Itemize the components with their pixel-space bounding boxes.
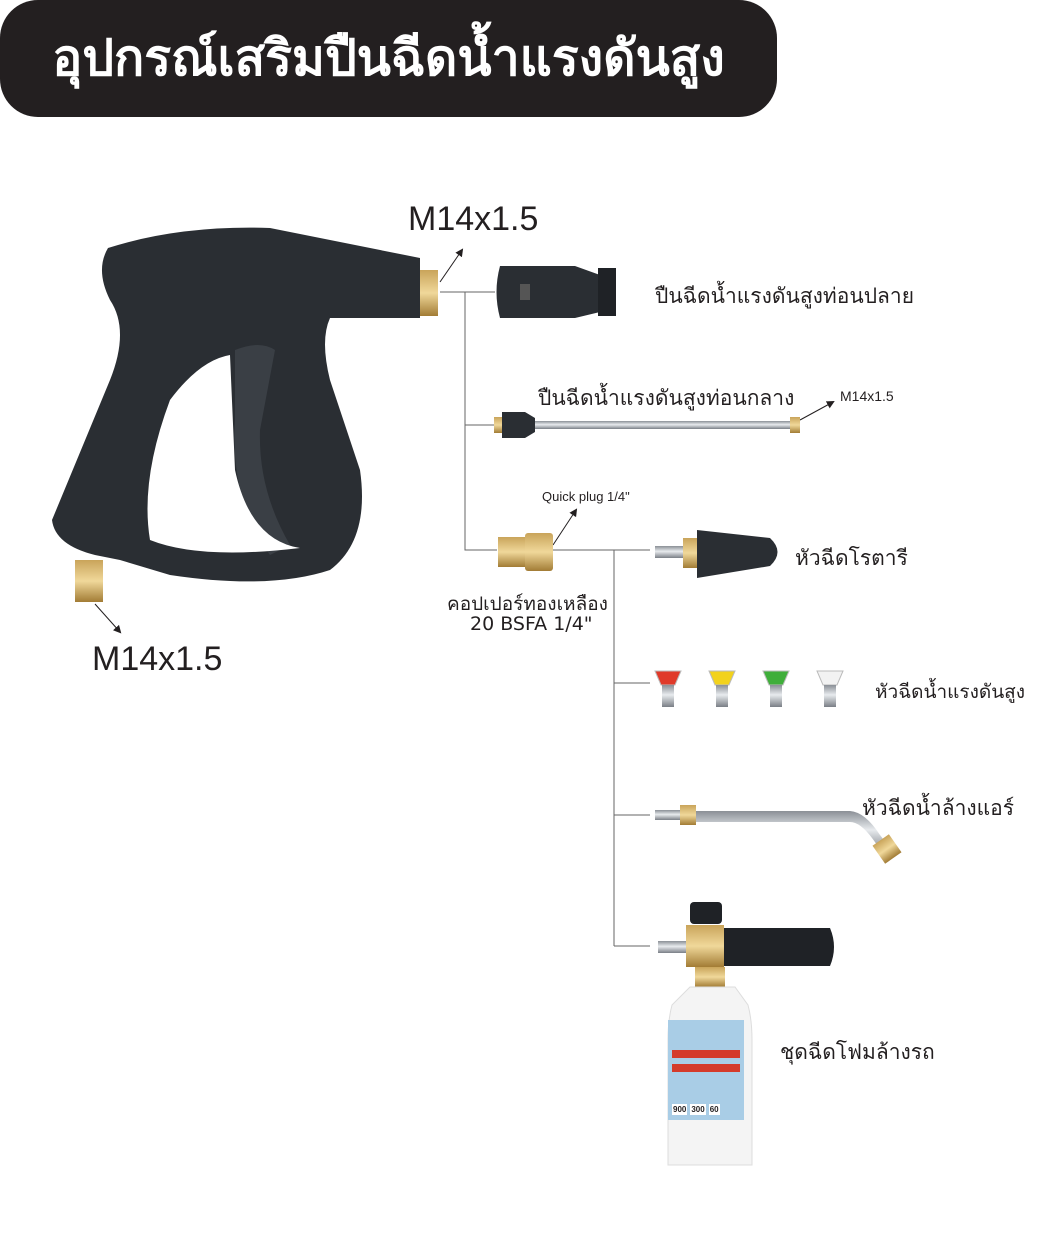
lance-end-image xyxy=(496,266,616,318)
nozzle-tip-body xyxy=(770,685,782,707)
rotary-nozzle-label: หัวฉีดโรตารี xyxy=(795,546,908,570)
nozzle-tip-body xyxy=(662,685,674,707)
brass-coupler-image xyxy=(498,533,553,571)
bottle-value: 60 xyxy=(708,1104,720,1115)
gun-thread-top-label: M14x1.5 xyxy=(408,200,539,238)
nozzle-tip xyxy=(762,670,790,686)
coupler-label: คอปเปอร์ทองเหลือง xyxy=(447,593,608,615)
bottle-values: 900 300 60 xyxy=(672,1104,740,1115)
bottle-value: 900 xyxy=(672,1104,688,1115)
coupler-spec-label: 20 BSFA 1/4" xyxy=(470,613,593,635)
foam-lance-image xyxy=(658,902,834,1166)
nozzle-tip-body xyxy=(824,685,836,707)
rotary-nozzle-image xyxy=(655,530,778,578)
lance-middle-thread-label: M14x1.5 xyxy=(840,388,894,404)
nozzle-tip xyxy=(654,670,682,686)
quick-plug-label: Quick plug 1/4" xyxy=(542,489,630,504)
nozzle-tip xyxy=(708,670,736,686)
foam-lance-label: ชุดฉีดโฟมล้างรถ xyxy=(780,1040,935,1064)
nozzle-tip xyxy=(816,670,844,686)
nozzle-tips-image xyxy=(654,670,844,707)
nozzle-tip-body xyxy=(716,685,728,707)
lance-end-label: ปืนฉีดน้ำแรงดันสูงท่อนปลาย xyxy=(655,284,915,308)
aircon-lance-image xyxy=(655,805,902,864)
aircon-lance-label: หัวฉีดน้ำล้างแอร์ xyxy=(862,796,1015,820)
nozzle-tips-label: หัวฉีดน้ำแรงดันสูง xyxy=(875,681,1026,703)
gun-thread-bottom-label: M14x1.5 xyxy=(92,640,223,678)
page-title: อุปกรณ์เสริมปืนฉีดน้ำแรงดันสูง xyxy=(0,0,777,117)
connector-lines xyxy=(440,291,650,947)
lance-middle-image xyxy=(494,412,800,438)
spray-gun-image xyxy=(52,227,438,602)
lance-middle-label: ปืนฉีดน้ำแรงดันสูงท่อนกลาง xyxy=(538,386,795,410)
bottle-value: 300 xyxy=(690,1104,706,1115)
